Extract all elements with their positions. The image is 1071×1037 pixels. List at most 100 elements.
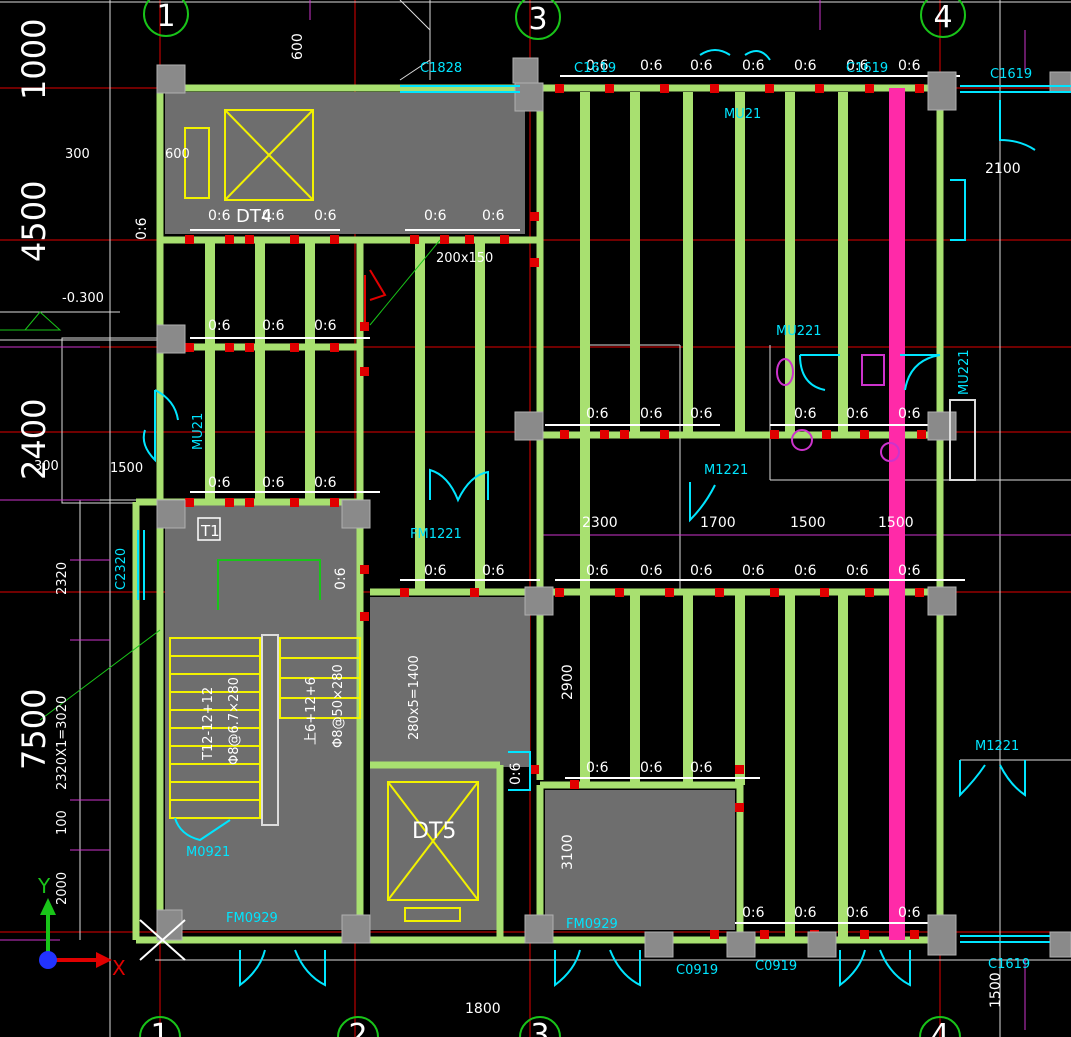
- dim: 600: [290, 33, 306, 60]
- beam-label: 0:6: [794, 406, 817, 422]
- ucs-icon: X Y: [37, 874, 126, 980]
- beam-label: 0:6: [794, 905, 817, 921]
- beam-label: 0:6: [690, 406, 713, 422]
- fixtures: [776, 354, 976, 481]
- beam-label: 0:6: [482, 563, 505, 579]
- beam-label: 0:6: [586, 58, 609, 74]
- beam-label: 0:6: [482, 208, 505, 224]
- door-tag: MU21: [191, 413, 206, 450]
- beam-label: 0:6: [846, 905, 869, 921]
- window-tag: C1619: [846, 61, 888, 76]
- door-tag: M1221: [704, 463, 748, 478]
- dim-1500: 1500: [110, 461, 143, 476]
- dim-4500: 4500: [15, 181, 53, 262]
- highlighted-beam: [889, 88, 905, 940]
- axis-y-label: Y: [37, 874, 51, 898]
- dim: 1500: [878, 515, 914, 531]
- dim-300b: 300: [34, 459, 59, 474]
- beam-label: 0:6: [742, 905, 765, 921]
- cross-mark: [139, 919, 186, 961]
- axis-label: 3: [528, 2, 547, 37]
- dim: 1500: [988, 972, 1004, 1008]
- elevation: -0.300: [62, 291, 104, 306]
- axis-label: 3: [530, 1018, 549, 1037]
- beam-label: 0:6: [690, 563, 713, 579]
- beam-ends: [185, 84, 926, 939]
- beam-label: 0:6: [586, 406, 609, 422]
- dim-2320: 2320: [55, 562, 70, 595]
- window-tag: C2320: [114, 548, 129, 590]
- beam-label: 0:6: [640, 58, 663, 74]
- dim-7500: 7500: [15, 689, 53, 770]
- stair-tag: T1: [200, 522, 220, 540]
- beam-label: 0:6: [262, 475, 285, 491]
- beam-label: 0:6: [262, 318, 285, 334]
- beam-label: 0:6: [262, 208, 285, 224]
- dim: 1700: [700, 515, 736, 531]
- stair-tag-box: [197, 517, 221, 541]
- columns: [156, 57, 1071, 958]
- elevator-bottom: [387, 781, 479, 922]
- beam-label: 0:6: [314, 318, 337, 334]
- elevator-top: [184, 109, 314, 201]
- window-tag: C0919: [676, 963, 718, 978]
- leaders: [0, 239, 441, 721]
- beam-label: 0:6: [333, 567, 349, 590]
- window-tag: C1619: [574, 61, 616, 76]
- beam-labels: 0:6 0:6 0:6 0:6 0:6 0:6 0:6 0:6 0:6 0:6 …: [134, 58, 921, 921]
- window-tag: C1828: [420, 61, 462, 76]
- room-tags: DT4 DT5 T1 T12-12+12 Φ8@6.7×280 上6+12+6 …: [197, 206, 493, 844]
- beam-label: 0:6: [898, 563, 921, 579]
- beam-label: 0:6: [208, 208, 231, 224]
- stair-note-1: T12-12+12: [201, 687, 216, 761]
- dim-100: 100: [55, 810, 70, 835]
- small-left-dims: 300 600 300 1500 2320 2320X1=3020 100 20…: [34, 147, 190, 905]
- red-marker: [364, 269, 387, 330]
- stair-note-3: 上6+12+6: [304, 677, 319, 745]
- beam-label: 0:6: [742, 563, 765, 579]
- grid-bubble-labels: 1 3 4 1 2 3 4: [150, 0, 952, 1037]
- beam-size-2: 280x5=1400: [407, 655, 422, 740]
- beam-label: 0:6: [314, 208, 337, 224]
- beam-label: 0:6: [846, 563, 869, 579]
- door-tag: MU221: [957, 349, 972, 395]
- beam-label: 0:6: [208, 318, 231, 334]
- beam-label: 0:6: [586, 760, 609, 776]
- beam-label: 0:6: [134, 217, 150, 240]
- dim: 2100: [985, 161, 1021, 177]
- beam-label: 0:6: [794, 563, 817, 579]
- stair: [169, 559, 361, 826]
- elevator-tag-bottom: DT5: [412, 819, 456, 844]
- axis-label: 1: [156, 0, 175, 34]
- beam-markers: [190, 75, 965, 924]
- dim-2400: 2400: [15, 399, 53, 480]
- window-tag: C1619: [988, 957, 1030, 972]
- beam-size: 200x150: [436, 251, 493, 266]
- door-tag: FM1221: [410, 527, 462, 542]
- dim: 1500: [790, 515, 826, 531]
- grid-bubbles: [139, 0, 966, 1037]
- beam-label: 0:6: [898, 406, 921, 422]
- dim: 2300: [582, 515, 618, 531]
- dim-2000: 2000: [55, 872, 70, 905]
- beam-label: 0:6: [424, 563, 447, 579]
- stair-note-2: Φ8@6.7×280: [227, 677, 242, 765]
- doors-windows: [137, 49, 1071, 988]
- beam-label: 0:6: [424, 208, 447, 224]
- dim: 3100: [560, 834, 576, 870]
- beam-label: 0:6: [898, 58, 921, 74]
- dim-600: 600: [165, 147, 190, 162]
- axis-label: 4: [933, 0, 952, 35]
- beam-label: 0:6: [690, 58, 713, 74]
- beam-label: 0:6: [640, 406, 663, 422]
- joists: [205, 92, 848, 940]
- door-tag: M0921: [186, 845, 230, 860]
- beam-label: 0:6: [846, 58, 869, 74]
- beam-label: 0:6: [690, 760, 713, 776]
- beam-label: 0:6: [742, 58, 765, 74]
- door-tag: FM0929: [226, 911, 278, 926]
- beam-label: 0:6: [314, 475, 337, 491]
- beam-label: 0:6: [640, 563, 663, 579]
- beam-label: 0:6: [508, 762, 524, 785]
